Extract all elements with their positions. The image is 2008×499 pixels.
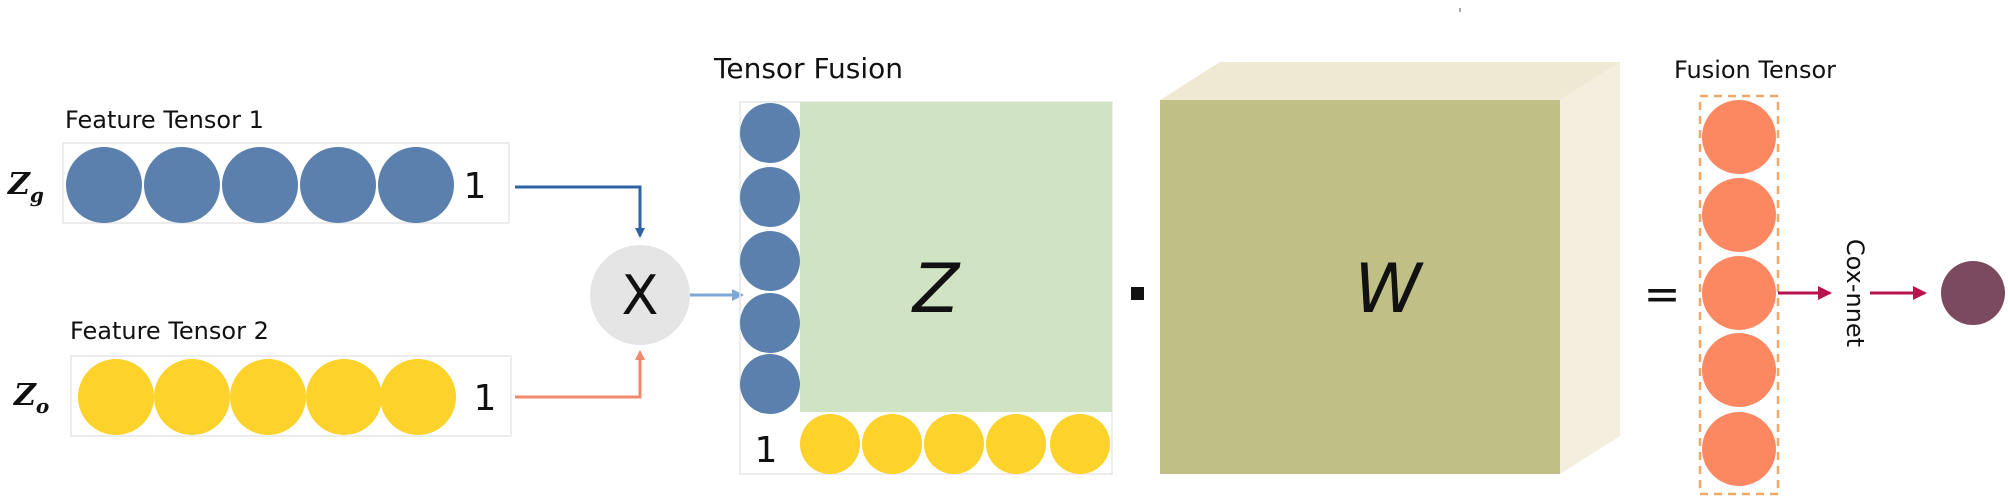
- feature-tensor-1-nodes: [66, 147, 454, 223]
- feature-2-node: [306, 359, 382, 435]
- output-node: [1941, 261, 2005, 325]
- fusion-tensor-node: [1702, 178, 1776, 252]
- fusion-column-node: [740, 354, 800, 414]
- fusion-column-nodes: [740, 103, 800, 414]
- dot-operator: [1131, 287, 1144, 300]
- w-cube-top: [1160, 62, 1620, 100]
- tensor-fusion-title: Tensor Fusion: [713, 52, 903, 85]
- w-matrix-label: W: [1354, 250, 1424, 329]
- feature-tensor-1-label: Feature Tensor 1: [65, 106, 264, 134]
- w-cube-front: [1160, 100, 1560, 474]
- zo-label: Zo: [13, 378, 49, 418]
- fusion-tensor-node: [1702, 412, 1776, 486]
- fusion-column-node: [740, 103, 800, 163]
- feature-2-bias: 1: [474, 378, 497, 419]
- z-matrix-label: Z: [911, 250, 961, 329]
- feature-2-node: [154, 359, 230, 435]
- multiply-symbol: X: [622, 264, 659, 327]
- fusion-tensor-node: [1702, 333, 1776, 407]
- equals-sign: =: [1644, 269, 1681, 320]
- multiply-node: [590, 245, 690, 345]
- fusion-row-nodes: [800, 414, 1110, 474]
- fusion-row-node: [924, 414, 984, 474]
- fusion-bias: 1: [755, 430, 778, 471]
- fusion-tensor-node: [1702, 100, 1776, 174]
- fusion-column-node: [740, 293, 800, 353]
- zg-label: Zg: [7, 167, 44, 207]
- fusion-row-node: [1050, 414, 1110, 474]
- feature-2-node: [78, 359, 154, 435]
- arrow-zg-to-multiply: [515, 185, 645, 238]
- fusion-row-node: [800, 414, 860, 474]
- feature-1-bias: 1: [464, 166, 487, 207]
- fusion-tensor-node: [1702, 256, 1776, 330]
- z-matrix: [800, 102, 1112, 412]
- fusion-column-node: [740, 231, 800, 291]
- cox-nnet-label: Cox-nnet: [1841, 239, 1869, 347]
- feature-tensor-2-frame: [70, 355, 512, 437]
- fusion-tensor-nodes: [1702, 100, 1776, 486]
- fusion-column-node: [740, 167, 800, 227]
- w-cube-side: [1560, 62, 1620, 474]
- feature-1-node: [144, 147, 220, 223]
- feature-tensor-1-frame: [62, 142, 510, 224]
- feature-2-node: [230, 359, 306, 435]
- feature-1-node: [378, 147, 454, 223]
- fusion-row-node: [862, 414, 922, 474]
- feature-1-node: [66, 147, 142, 223]
- feature-1-node: [300, 147, 376, 223]
- feature-1-node: [222, 147, 298, 223]
- feature-2-node: [380, 359, 456, 435]
- arrow-zo-to-multiply: [515, 350, 645, 399]
- feature-tensor-2-label: Feature Tensor 2: [70, 317, 269, 345]
- fusion-row-node: [986, 414, 1046, 474]
- fusion-tensor-title: Fusion Tensor: [1674, 56, 1836, 84]
- feature-tensor-2-nodes: [78, 359, 456, 435]
